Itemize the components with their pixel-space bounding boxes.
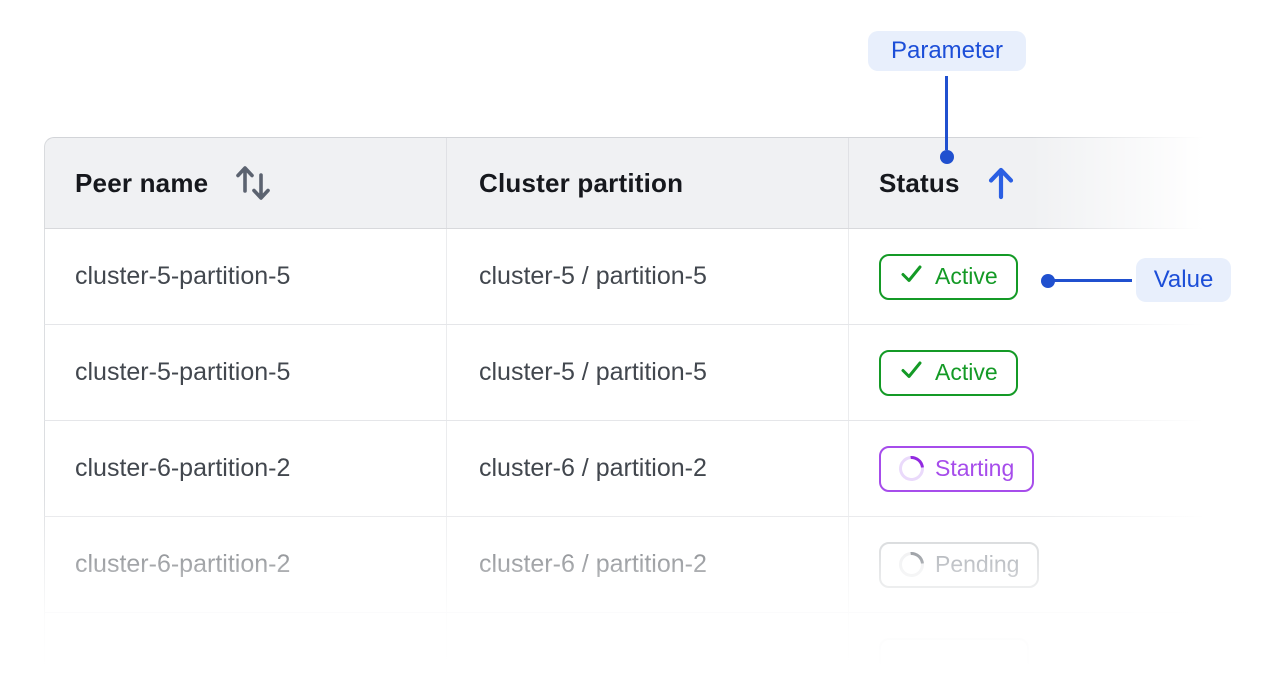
sort-arrows-up-down-icon (234, 162, 272, 204)
column-header-cluster-partition-label: Cluster partition (479, 167, 684, 198)
status-badge-label: Pending (935, 551, 1020, 577)
sort-ascending-arrow-icon (986, 165, 1016, 201)
parameter-connector-line (945, 76, 948, 150)
parameter-connector-dot (940, 150, 954, 164)
status-cell: Starting (849, 421, 1272, 516)
cluster-partition-cell: cluster-6 / partition-2 (447, 517, 849, 612)
status-badge-label: Starting (935, 455, 1015, 481)
cluster-partition-cell (447, 613, 849, 688)
parameter-callout-badge: Parameter (868, 31, 1026, 71)
value-callout-label: Value (1153, 266, 1214, 293)
status-badge (879, 637, 1029, 684)
value-connector-line (1050, 279, 1132, 282)
status-cell: Pending (849, 517, 1272, 612)
checkmark-icon (899, 357, 924, 388)
status-cell: Active (849, 229, 1272, 324)
table-header-row: Peer name Cluster partition Status (44, 137, 1272, 229)
status-badge: Active (879, 253, 1018, 300)
table-row[interactable]: cluster-5-partition-5 cluster-5 / partit… (44, 229, 1272, 325)
table-row[interactable]: cluster-6-partition-2 cluster-6 / partit… (44, 517, 1272, 613)
column-header-status-label: Status (879, 167, 960, 198)
spinner-icon (893, 450, 930, 487)
column-header-cluster-partition[interactable]: Cluster partition (447, 138, 849, 228)
cluster-partition-cell: cluster-6 / partition-2 (447, 421, 849, 516)
column-header-peer-name-label: Peer name (75, 167, 209, 198)
table-row[interactable] (44, 613, 1272, 688)
column-header-peer-name[interactable]: Peer name (45, 138, 447, 228)
status-badge: Starting (879, 445, 1035, 492)
status-badge-label: Active (935, 359, 998, 385)
peer-name-cell: cluster-6-partition-2 (45, 421, 447, 516)
parameter-callout-label: Parameter (890, 37, 1004, 64)
peer-name-cell: cluster-5-partition-5 (45, 325, 447, 420)
value-callout-badge: Value (1136, 258, 1231, 302)
table-row[interactable]: cluster-6-partition-2 cluster-6 / partit… (44, 421, 1272, 517)
checkmark-icon (899, 261, 924, 292)
status-cell: Active (849, 325, 1272, 420)
table-body: cluster-5-partition-5 cluster-5 / partit… (44, 229, 1272, 688)
status-badge: Active (879, 349, 1018, 396)
peer-name-cell: cluster-5-partition-5 (45, 229, 447, 324)
table-row[interactable]: cluster-5-partition-5 cluster-5 / partit… (44, 325, 1272, 421)
peers-table: Peer name Cluster partition Status (44, 137, 1272, 688)
spinner-icon (893, 546, 930, 583)
column-header-status[interactable]: Status (849, 138, 1272, 228)
status-badge-label: Active (935, 263, 998, 289)
peer-name-cell (45, 613, 447, 688)
status-badge: Pending (879, 541, 1040, 588)
cluster-partition-cell: cluster-5 / partition-5 (447, 229, 849, 324)
status-cell (849, 613, 1272, 688)
peer-name-cell: cluster-6-partition-2 (45, 517, 447, 612)
cluster-partition-cell: cluster-5 / partition-5 (447, 325, 849, 420)
